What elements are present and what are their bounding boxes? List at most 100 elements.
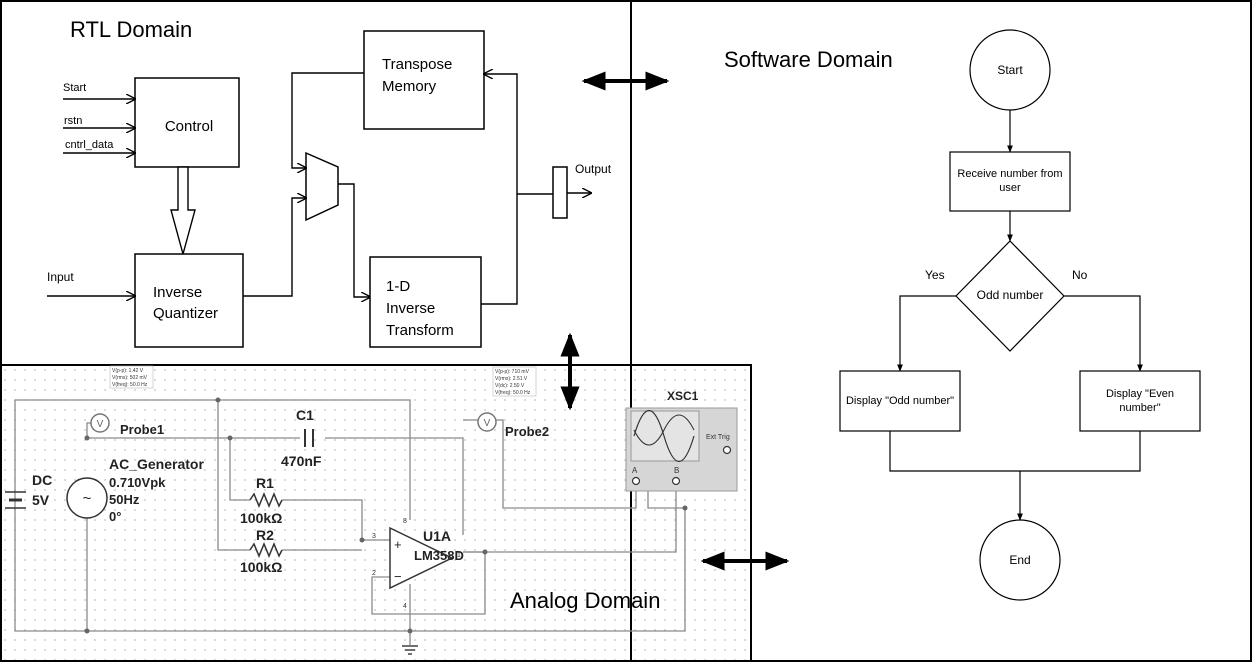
transform-label-line1: 1-D	[386, 278, 410, 295]
ac-generator-label: AC_Generator	[109, 456, 204, 472]
resistor-r2-symbol	[249, 542, 283, 558]
output-register	[552, 166, 568, 219]
display-even-process	[1079, 370, 1201, 432]
inverse-transform-block	[369, 256, 482, 348]
probe2-label: Probe2	[505, 424, 549, 439]
probe2-icon	[477, 412, 497, 432]
receive-label-line2: user	[999, 182, 1021, 194]
opamp-ref-label: U1A	[423, 528, 451, 544]
analog-domain-title: Analog Domain	[510, 588, 660, 613]
opamp-pin-3: 3	[372, 533, 376, 540]
ac-amplitude: 0.710Vpk	[109, 475, 166, 490]
r2-label: R2	[256, 527, 274, 543]
opamp-pin-2: 2	[372, 570, 376, 577]
display-even-label-line2: number"	[1119, 402, 1160, 414]
opamp-model-label: LM358D	[414, 548, 464, 563]
r2-value: 100kΩ	[240, 559, 282, 575]
control-to-quantizer-arrow	[170, 166, 196, 257]
analog-panel	[0, 364, 752, 662]
output-label: Output	[575, 162, 612, 176]
scope-waveform-2	[633, 414, 695, 446]
start-signal-label: Start	[63, 82, 86, 94]
software-panel	[630, 0, 1252, 662]
input-signal-label: Input	[47, 270, 74, 284]
ext-trig-label: Ext Trig	[706, 434, 730, 441]
transform-label-line2: Inverse	[386, 300, 435, 317]
ext-trig-terminal	[722, 445, 732, 455]
quantizer-label-line1: Inverse	[153, 284, 202, 301]
display-even-label-line1: Display "Even	[1106, 388, 1174, 400]
merge-line	[889, 431, 1141, 472]
display-odd-process	[839, 370, 961, 432]
cntrl-data-signal-label: cntrl_data	[65, 139, 114, 151]
channel-b-label: B	[674, 466, 679, 475]
probe1-readout-line1: V(p-p): 1.42 V	[112, 368, 144, 374]
ac-phase: 0°	[109, 509, 121, 524]
probe1-readout-box	[109, 365, 154, 389]
display-odd-label: Display "Odd number"	[846, 395, 954, 407]
receive-number-process	[949, 151, 1071, 212]
junction-dots	[84, 397, 688, 634]
control-label: Control	[165, 118, 213, 135]
yes-branch-label: Yes	[925, 268, 945, 282]
dc-battery-symbol	[5, 491, 26, 509]
ground-symbol	[402, 645, 418, 655]
channel-b-terminal	[671, 476, 681, 486]
no-branch-arrow	[1064, 295, 1143, 372]
channel-a-terminal	[631, 476, 641, 486]
probe2-readout-line1: V(p-p): 710 mV	[495, 369, 530, 375]
transform-feedback-wire	[481, 74, 518, 305]
probe2-readout-line2: V(rms): 2.51 V	[495, 376, 528, 382]
r1-value: 100kΩ	[240, 510, 282, 526]
capacitor-c1-symbol	[304, 429, 314, 447]
channel-a-label: A	[632, 466, 638, 475]
probe1-icon	[90, 413, 110, 433]
flow-end-node	[979, 519, 1061, 601]
dc-value: 5V	[32, 492, 50, 508]
opamp-symbol	[389, 526, 454, 590]
decision-label: Odd number	[977, 288, 1044, 302]
opamp-minus-sign: −	[394, 569, 402, 584]
multiplexer	[305, 151, 339, 222]
c1-value: 470nF	[281, 453, 322, 469]
opamp-pin-4: 4	[403, 603, 407, 610]
opamp-plus-sign: +	[394, 537, 402, 552]
sine-wave-icon: ~	[83, 490, 92, 507]
rtl-domain-title: RTL Domain	[70, 17, 192, 42]
receive-label-line1: Receive number from	[957, 168, 1062, 180]
quantizer-label-line2: Quantizer	[153, 305, 218, 322]
scope-waveform-1	[633, 410, 695, 462]
no-branch-label: No	[1072, 268, 1088, 282]
dc-label: DC	[32, 472, 52, 488]
flow-end-label: End	[1009, 553, 1030, 567]
probe1-readout-line2: V(rms): 502 mV	[112, 375, 148, 381]
ac-generator-symbol	[66, 477, 108, 519]
transpose-memory-block	[363, 30, 485, 130]
transform-label-line3: Transform	[386, 322, 454, 339]
flow-start-label: Start	[997, 63, 1023, 77]
probe1-readout-line3: V(freq): 50.0 Hz	[112, 382, 148, 388]
odd-number-decision	[955, 240, 1065, 352]
analog-wires	[14, 399, 686, 645]
c1-label: C1	[296, 407, 314, 423]
memory-to-mux-wire	[291, 72, 364, 168]
mux-to-transform-wire	[338, 183, 370, 297]
transpose-label-line2: Memory	[382, 78, 437, 95]
opamp-pin-8: 8	[403, 518, 407, 525]
ac-frequency: 50Hz	[109, 492, 140, 507]
r1-label: R1	[256, 475, 274, 491]
opamp-pin-1: 1	[457, 552, 461, 559]
probe2-symbol: V	[484, 418, 491, 429]
probe2-readout-line3: V(dc): 2.50 V	[495, 383, 525, 389]
probe1-label: Probe1	[120, 422, 164, 437]
quantizer-to-mux-wire	[243, 198, 306, 297]
resistor-r1-symbol	[249, 492, 283, 508]
software-domain-title: Software Domain	[724, 47, 893, 72]
analog-grid-background	[0, 365, 750, 662]
oscilloscope-label: XSC1	[667, 389, 699, 403]
probe2-readout-line4: V(freq): 50.0 Hz	[495, 390, 531, 396]
probe2-readout-box	[492, 366, 537, 397]
rstn-signal-label: rstn	[64, 115, 82, 127]
probe1-symbol: V	[97, 419, 104, 430]
